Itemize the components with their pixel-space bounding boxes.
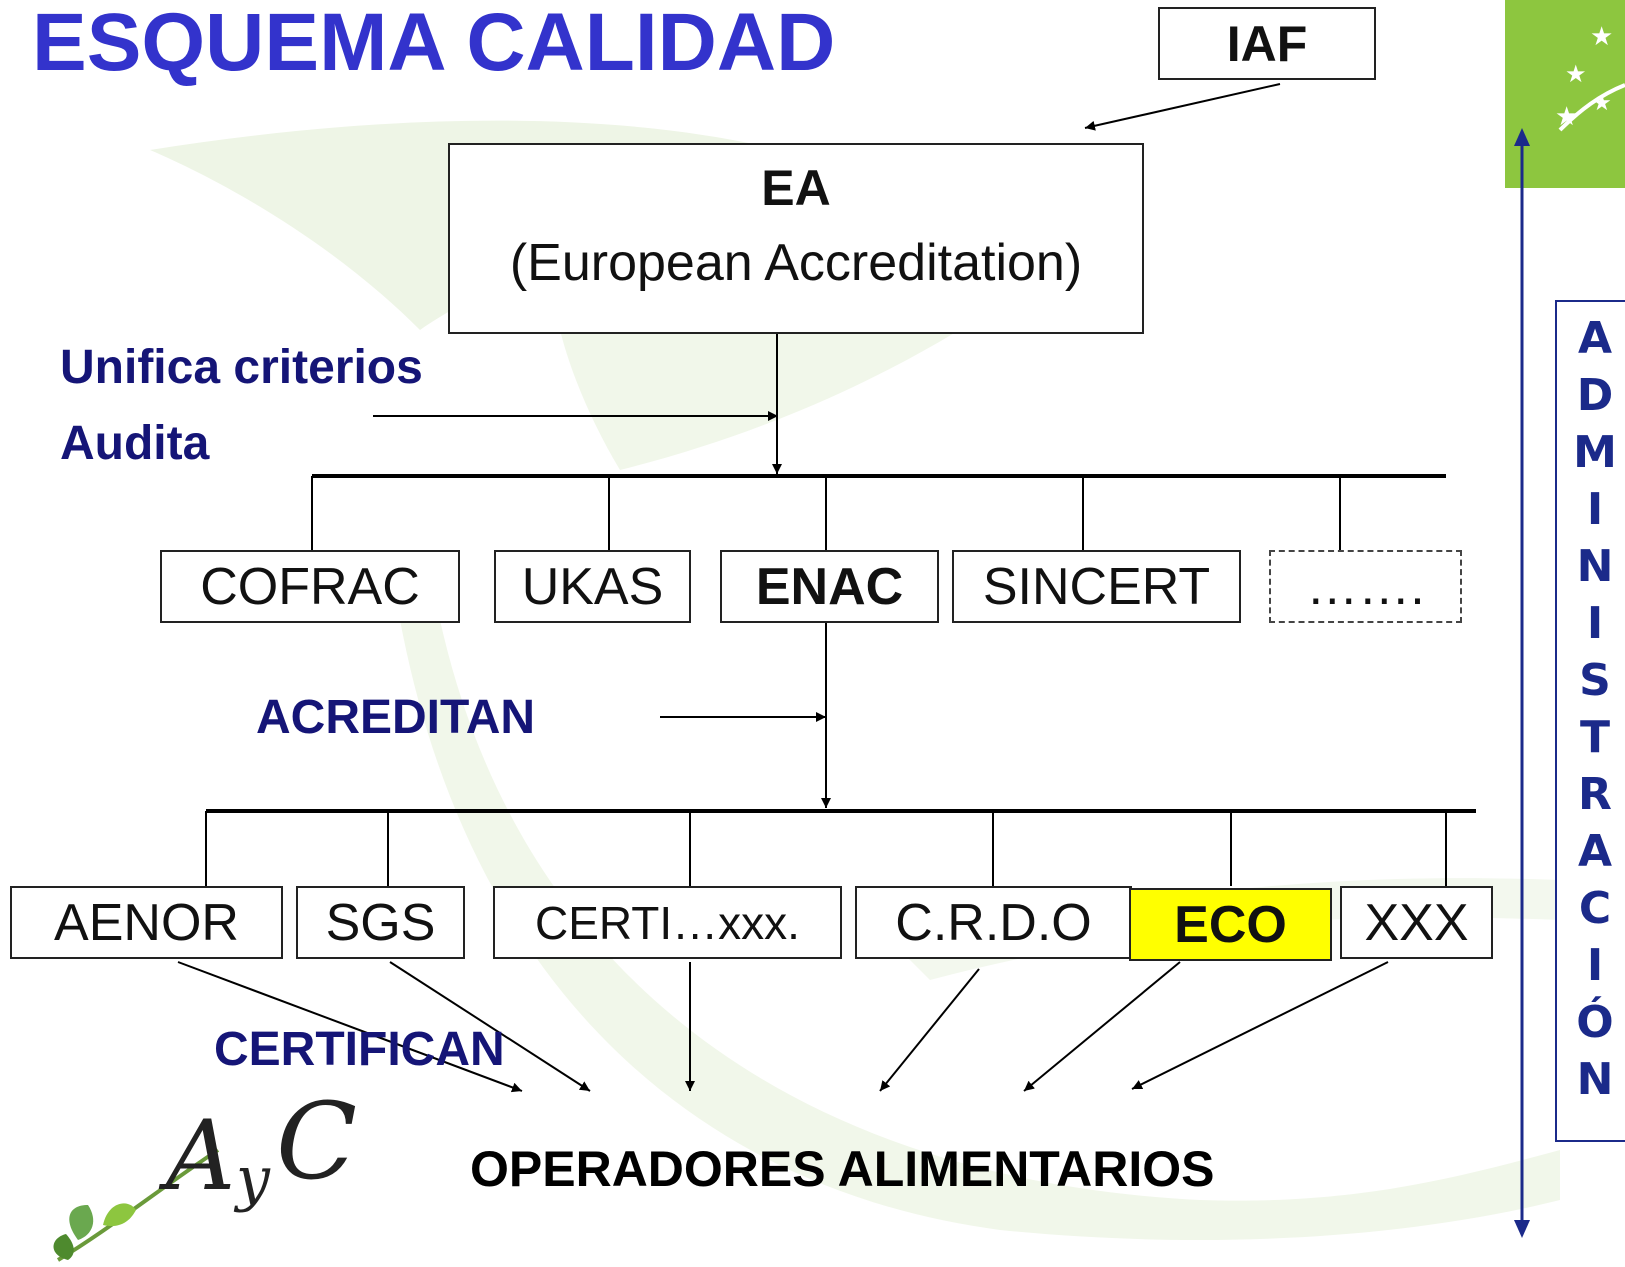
node-label: SINCERT — [982, 557, 1211, 616]
node-label: UKAS — [521, 557, 664, 616]
admin-letter: M — [1573, 427, 1617, 478]
svg-text:★: ★ — [1592, 91, 1612, 116]
node-ukas: UKAS — [494, 550, 691, 623]
arrow-eco-operators — [1023, 961, 1181, 1092]
admin-letter: C — [1578, 883, 1612, 934]
iaf-box: IAF — [1158, 7, 1376, 80]
admin-letter: A — [1577, 313, 1613, 364]
leaf-icon — [53, 1148, 220, 1262]
ea-box: EA (European Accreditation) — [448, 143, 1144, 334]
node-enac: ENAC — [720, 550, 939, 623]
node-label: ECO — [1174, 895, 1287, 954]
iaf-label: IAF — [1226, 15, 1308, 72]
ayc-logo: A y C — [48, 1080, 368, 1267]
node-xxx: XXX — [1340, 886, 1493, 959]
admin-letter: N — [1576, 541, 1614, 592]
eu-organic-logo: ★ ★ ★ ★ — [1505, 0, 1625, 188]
arrow-iaf-ea — [1084, 83, 1281, 131]
arrow-aenor-operators — [177, 961, 523, 1093]
node-sgs: SGS — [296, 886, 465, 959]
svg-text:★: ★ — [1565, 60, 1587, 88]
label-unifica-criterios: Unifica criterios — [60, 341, 423, 394]
label-operadores-alimentarios: OPERADORES ALIMENTARIOS — [470, 1141, 1215, 1197]
logo-letter-y: y — [236, 1144, 270, 1214]
node-label: CERTI…xxx. — [535, 896, 800, 949]
node-label: COFRAC — [200, 557, 420, 616]
node-label: SGS — [325, 893, 436, 952]
ea-name: EA — [761, 160, 831, 216]
admin-letter: I — [1586, 484, 1604, 535]
arrow-crdo-operators — [879, 968, 980, 1092]
page-title: ESQUEMA CALIDAD — [32, 0, 836, 88]
admin-letter: I — [1586, 598, 1604, 649]
svg-text:★: ★ — [1555, 102, 1578, 132]
node-crdo: C.R.D.O — [855, 886, 1132, 959]
node-cofrac: COFRAC — [160, 550, 460, 623]
admin-letter: A — [1577, 826, 1613, 877]
ea-full-name: (European Accreditation) — [509, 234, 1083, 292]
node-label: AENOR — [54, 893, 239, 952]
label-audita: Audita — [60, 417, 210, 470]
node-more: ……. — [1269, 550, 1462, 623]
leaf-star-icon — [1558, 83, 1625, 132]
admin-letter: Ó — [1576, 997, 1614, 1048]
node-sincert: SINCERT — [952, 550, 1241, 623]
admin-letter: N — [1576, 1054, 1614, 1105]
arrow-up-head — [1514, 128, 1530, 146]
admin-letter: T — [1579, 712, 1610, 763]
node-eco: ECO — [1129, 888, 1332, 961]
arrow-sgs-operators — [389, 961, 591, 1092]
admin-letter: S — [1579, 655, 1611, 706]
label-certifican: CERTIFICAN — [214, 1023, 505, 1076]
admin-letter: D — [1576, 370, 1614, 421]
label-acreditan: ACREDITAN — [256, 691, 536, 744]
admin-letter: R — [1578, 769, 1612, 820]
arrow-xxx-operators — [1131, 961, 1389, 1090]
svg-text:★: ★ — [1590, 22, 1613, 52]
node-label: ENAC — [755, 557, 904, 616]
node-label: XXX — [1364, 893, 1469, 952]
node-aenor: AENOR — [10, 886, 283, 959]
arrow-down-head — [1514, 1220, 1530, 1238]
node-label: ……. — [1306, 557, 1425, 616]
admin-letter: I — [1586, 940, 1604, 991]
node-certi: CERTI…xxx. — [493, 886, 842, 959]
node-label: C.R.D.O — [895, 893, 1092, 952]
logo-letter-c: C — [276, 1080, 358, 1203]
logo-letter-a: A — [166, 1100, 236, 1212]
administration-vertical-label: A D M I N I S T R A C I Ó N — [1555, 300, 1625, 1142]
